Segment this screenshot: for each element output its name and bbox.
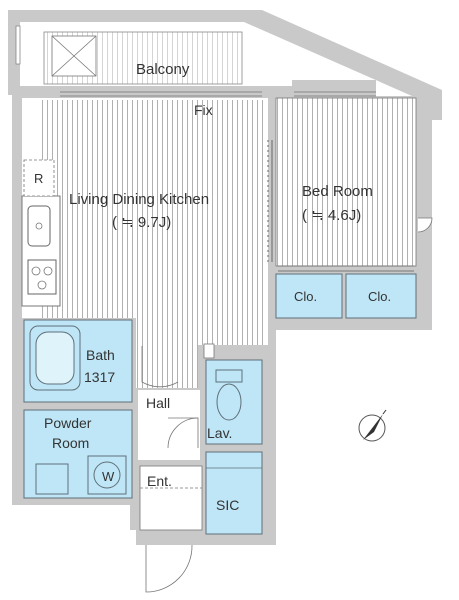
hall-label: Hall — [146, 395, 171, 411]
closet-2 — [345, 273, 417, 319]
ldk-label: Living Dining Kitchen — [69, 191, 210, 208]
balcony-label: Balcony — [136, 61, 190, 78]
hall-door-swing — [141, 346, 179, 388]
entrance-label: Ent. — [147, 473, 172, 489]
toilet-bowl — [216, 383, 242, 421]
fridge-space — [23, 159, 55, 197]
closet-1 — [275, 273, 343, 319]
toilet-tank — [215, 369, 243, 383]
fix-label: Fix — [194, 102, 213, 118]
bath-label: Bath — [86, 347, 115, 363]
powder-room-label-2: Room — [52, 435, 90, 451]
washer-label: W — [102, 469, 115, 484]
storage-label: SIC — [216, 497, 240, 513]
closet-1-label: Clo. — [294, 289, 318, 304]
closet-2-label: Clo. — [368, 289, 392, 304]
stove — [27, 259, 57, 295]
ldk-flooring — [42, 100, 266, 388]
bedroom-size-label: ( ≒ 4.6J) — [302, 207, 362, 224]
entrance — [139, 465, 203, 531]
wash-basin — [35, 463, 69, 495]
fridge-label: R — [34, 171, 44, 186]
sink — [27, 205, 51, 247]
north-arrow-icon — [358, 409, 387, 442]
hall — [138, 390, 200, 460]
shoes-in-closet — [205, 451, 263, 535]
bedroom-window-swing — [417, 217, 433, 233]
ldk-size-label: ( ≒ 9.7J) — [112, 214, 172, 231]
powder-room-label-1: Powder — [44, 415, 92, 431]
balcony-window-frame — [15, 25, 21, 65]
bedroom — [275, 97, 417, 267]
bedroom-label: Bed Room — [302, 183, 373, 200]
bath-size-label: 1317 — [84, 369, 116, 385]
entry-door-swing — [145, 544, 193, 593]
lavatory-label: Lav. — [207, 425, 233, 441]
